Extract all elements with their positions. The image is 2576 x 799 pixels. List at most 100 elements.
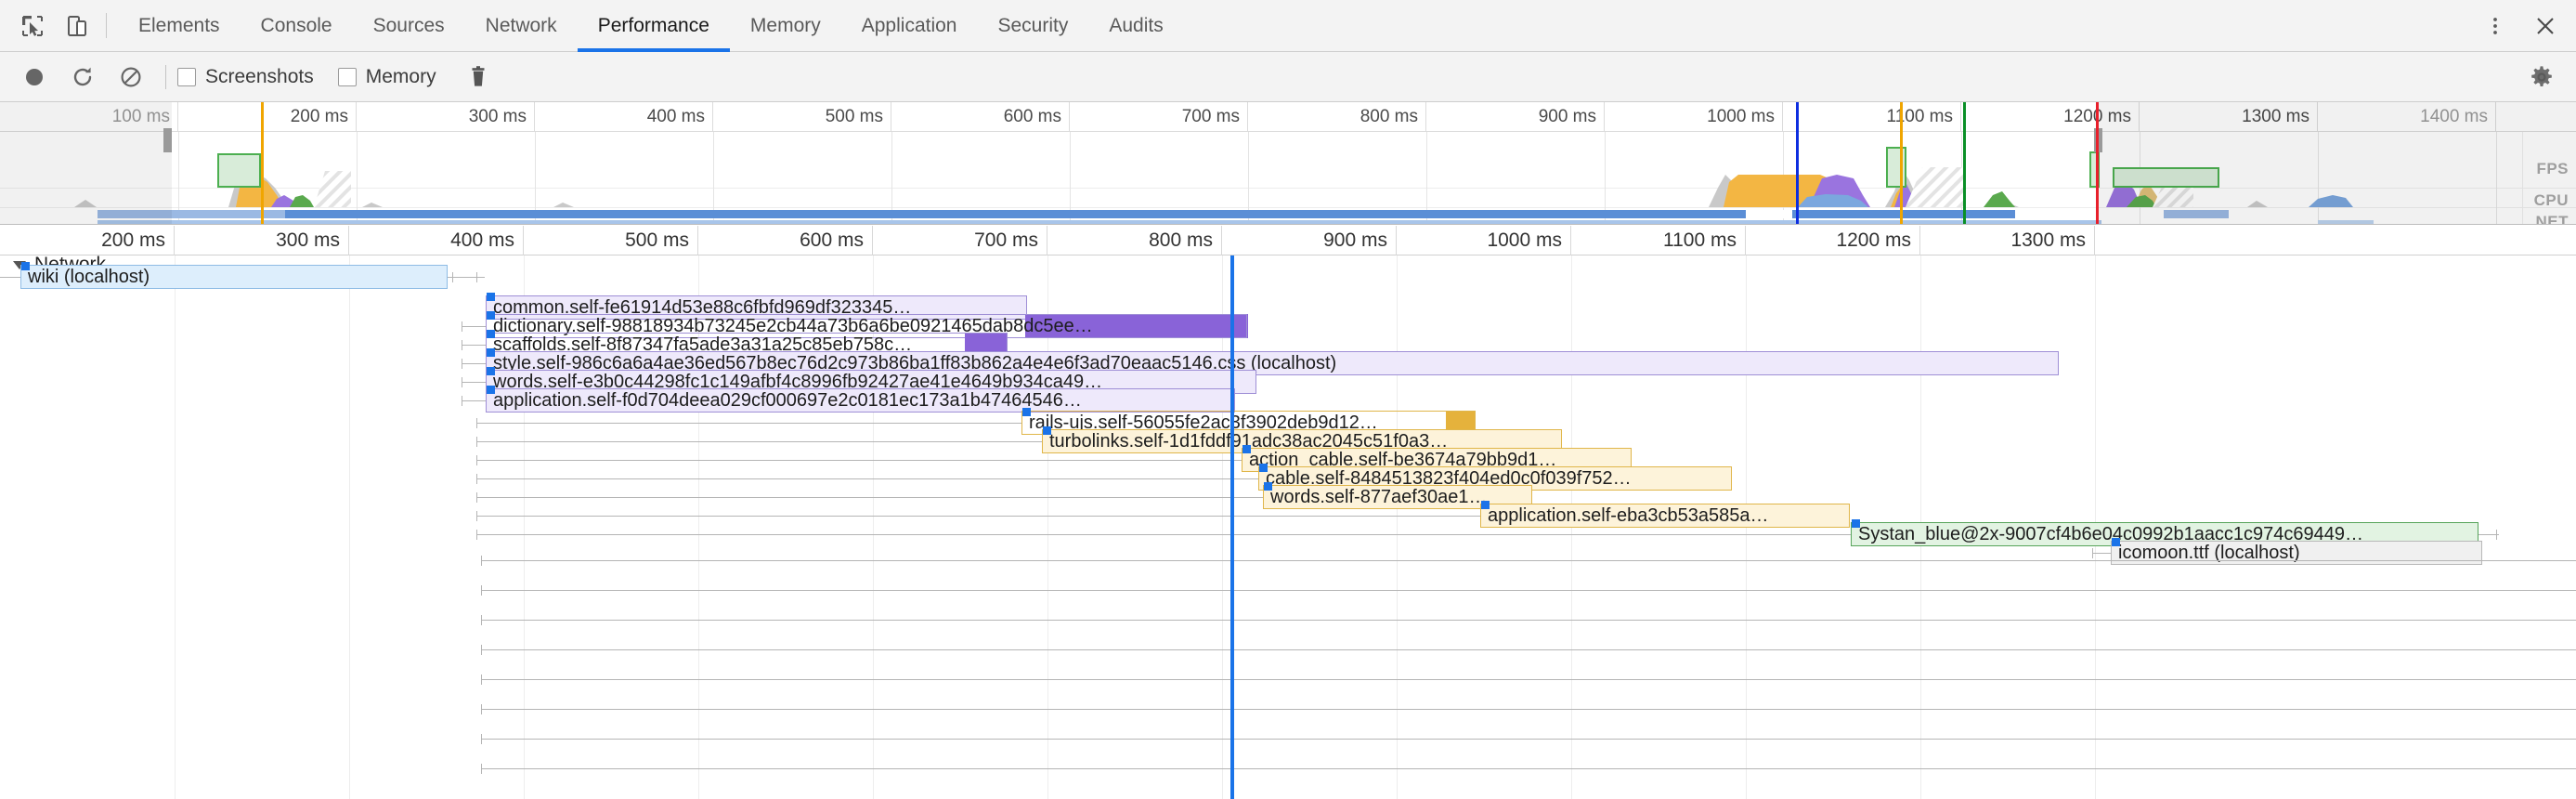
tabbar-divider	[106, 13, 107, 38]
request-connector-cap	[476, 272, 477, 282]
overview-lane-net-label: NET	[2536, 213, 2569, 225]
request-bar-application-css[interactable]: application.self-f0d704deea029cf000697e2…	[486, 388, 1235, 413]
overview-tick: 200 ms	[178, 102, 357, 132]
ruler-tick: 900 ms	[1222, 226, 1397, 255]
flamechart-gridline	[175, 255, 176, 799]
performance-control-bar: Screenshots Memory	[0, 52, 2576, 102]
tab-label: Application	[862, 15, 957, 37]
empty-row-line	[481, 590, 2576, 591]
overview-tick: 600 ms	[891, 102, 1070, 132]
overview-lane-fps-label: FPS	[2536, 160, 2569, 178]
request-bar-wiki[interactable]: wiki (localhost)	[20, 265, 448, 289]
inspect-element-icon[interactable]	[17, 10, 48, 42]
request-start-marker	[1852, 519, 1860, 528]
request-bar-application-js[interactable]: application.self-eba3cb53a585a…	[1480, 504, 1850, 528]
ruler-tick: 800 ms	[1047, 226, 1222, 255]
overview-tick: 300 ms	[357, 102, 535, 132]
request-bar-icomoon-ttf[interactable]: icomoon.ttf (localhost)	[2111, 541, 2482, 565]
tab-label: Performance	[598, 15, 709, 37]
overview-dim-left	[0, 102, 172, 225]
request-connector-cap	[476, 530, 477, 540]
tab-label: Console	[261, 15, 332, 37]
request-start-marker	[487, 367, 495, 375]
request-connector	[462, 400, 486, 401]
memory-label: Memory	[366, 66, 436, 88]
empty-row-cap	[481, 556, 482, 566]
request-connector-cap	[452, 272, 453, 282]
request-connector-cap	[476, 474, 477, 484]
controlbar-divider	[165, 65, 166, 89]
ruler-tick: 300 ms	[175, 226, 349, 255]
tab-network[interactable]: Network	[465, 0, 578, 51]
empty-row-cap	[481, 615, 482, 625]
net-request-bar	[98, 220, 2101, 225]
empty-row-line	[481, 768, 2576, 769]
tab-label: Network	[486, 15, 557, 37]
request-connector-cap	[476, 455, 477, 465]
request-connector	[476, 460, 1242, 461]
device-toolbar-icon[interactable]	[61, 10, 93, 42]
request-connector	[476, 441, 1042, 442]
overview-lane-label-column	[2522, 132, 2576, 225]
request-connector	[476, 423, 1021, 424]
screenshots-label: Screenshots	[205, 66, 314, 88]
tab-label: Memory	[750, 15, 821, 37]
empty-row-cap	[481, 734, 482, 744]
net-request-bar	[1746, 210, 1792, 218]
empty-row-line	[481, 649, 2576, 650]
network-flamechart[interactable]: Network wiki (localhost) common.self-fe6…	[0, 255, 2576, 799]
overview-tick: 800 ms	[1248, 102, 1426, 132]
timeline-overview[interactable]: 100 ms 200 ms 300 ms 400 ms 500 ms 600 m…	[0, 102, 2576, 225]
more-options-icon[interactable]	[2479, 10, 2511, 42]
request-start-marker	[487, 293, 495, 301]
overview-tick: 1100 ms	[1783, 102, 1961, 132]
flamechart-gridline	[1397, 255, 1398, 799]
reload-and-profile-button[interactable]	[65, 59, 100, 95]
request-label: wiki (localhost)	[28, 267, 150, 288]
record-button[interactable]	[17, 59, 52, 95]
timeline-playhead[interactable]	[1230, 255, 1234, 799]
request-connector	[462, 363, 486, 364]
ruler-tick: 500 ms	[524, 226, 698, 255]
tab-security[interactable]: Security	[977, 0, 1088, 51]
ruler-tick: 1000 ms	[1397, 226, 1571, 255]
dcl-marker-blue	[1796, 102, 1799, 225]
tab-sources[interactable]: Sources	[353, 0, 465, 51]
overview-tick: 700 ms	[1070, 102, 1248, 132]
tab-application[interactable]: Application	[841, 0, 978, 51]
empty-row-line	[481, 739, 2576, 740]
request-start-marker	[21, 262, 30, 270]
memory-checkbox[interactable]: Memory	[338, 66, 436, 88]
gear-icon[interactable]	[2524, 59, 2559, 95]
ruler-tick: 600 ms	[698, 226, 873, 255]
trash-icon[interactable]	[461, 59, 496, 95]
ruler-tick: 1300 ms	[1920, 226, 2095, 255]
empty-row-cap	[481, 585, 482, 596]
net-request-bar	[98, 210, 2015, 218]
load-marker-red	[2096, 102, 2099, 225]
screenshots-checkbox[interactable]: Screenshots	[177, 66, 314, 88]
request-start-marker	[1022, 408, 1031, 416]
overview-tick: 400 ms	[535, 102, 713, 132]
request-start-marker	[1242, 445, 1251, 453]
request-connector	[476, 497, 1263, 498]
request-start-marker	[1043, 426, 1051, 435]
request-connector-cap	[2092, 548, 2093, 558]
tab-memory[interactable]: Memory	[730, 0, 841, 51]
overview-left-handle[interactable]	[163, 128, 172, 152]
overview-tick: 1000 ms	[1605, 102, 1783, 132]
flamechart-gridline	[349, 255, 350, 799]
flamechart-ruler[interactable]: 200 ms 300 ms 400 ms 500 ms 600 ms 700 m…	[0, 226, 2576, 255]
tab-console[interactable]: Console	[241, 0, 353, 51]
clear-button[interactable]	[113, 59, 149, 95]
ruler-tick: 400 ms	[349, 226, 524, 255]
tab-elements[interactable]: Elements	[118, 0, 241, 51]
tab-performance[interactable]: Performance	[578, 0, 730, 51]
request-connector-cap	[476, 437, 477, 447]
close-icon[interactable]	[2530, 10, 2561, 42]
fp-marker-orange	[1900, 102, 1903, 225]
checkbox-box	[177, 68, 196, 86]
request-start-marker	[487, 386, 495, 394]
tab-audits[interactable]: Audits	[1088, 0, 1183, 51]
empty-row-line	[481, 560, 2576, 561]
